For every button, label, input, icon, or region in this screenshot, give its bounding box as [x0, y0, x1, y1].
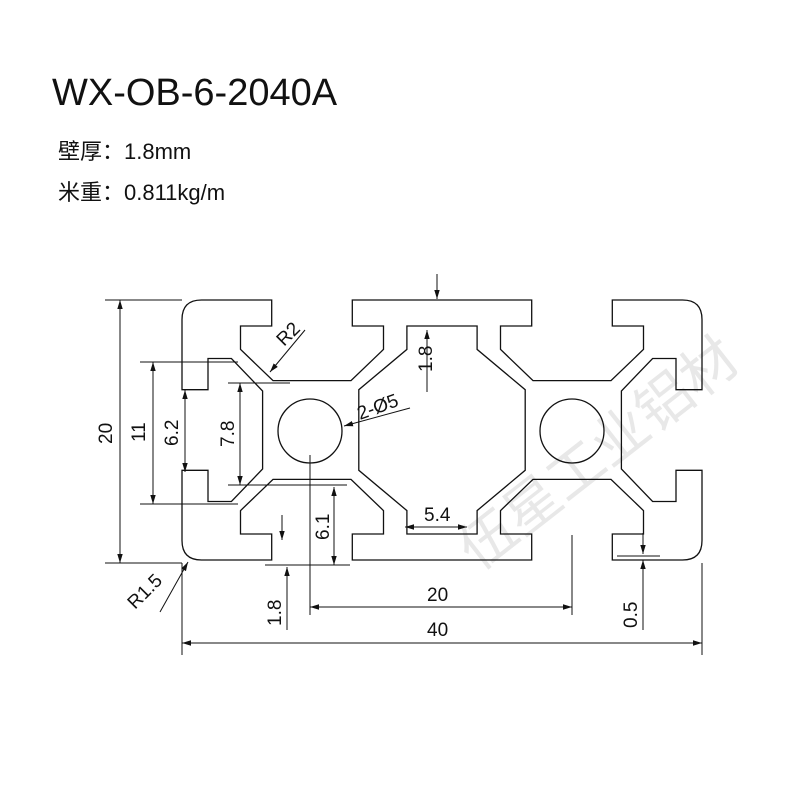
watermark: 伍星工业铝材 [447, 325, 751, 582]
dim-width-5-4: 5.4 [424, 505, 451, 526]
dim-holes: 2-Ø5 [355, 391, 402, 425]
dim-height-20: 20 [96, 423, 117, 444]
dim-pitch-20: 20 [427, 585, 448, 606]
weight-spec: 米重：0.811kg/m [58, 180, 226, 205]
dim-depth-6-1: 6.1 [313, 514, 334, 540]
hole-left [277, 398, 343, 464]
dim-wall-bottom: 1.8 [265, 600, 286, 626]
dim-depth-7-8: 7.8 [218, 421, 239, 447]
dim-width-40: 40 [427, 620, 448, 641]
dim-slot-11: 11 [129, 422, 150, 442]
hole-right [539, 398, 605, 464]
dim-slot-6-2: 6.2 [162, 420, 183, 446]
dimension-lines [105, 274, 703, 655]
center-cavity [358, 325, 526, 535]
dim-radius-r2: R2 [273, 319, 305, 351]
dim-radius-r1-5: R1.5 [124, 570, 167, 613]
dim-lip-0-5: 0.5 [621, 602, 642, 628]
profile-outline [181, 299, 703, 561]
dim-wall-top: 1.8 [416, 346, 437, 372]
wall-thickness-spec: 壁厚：1.8mm [58, 139, 192, 164]
profile-title: WX-OB-6-2040A [52, 72, 338, 114]
